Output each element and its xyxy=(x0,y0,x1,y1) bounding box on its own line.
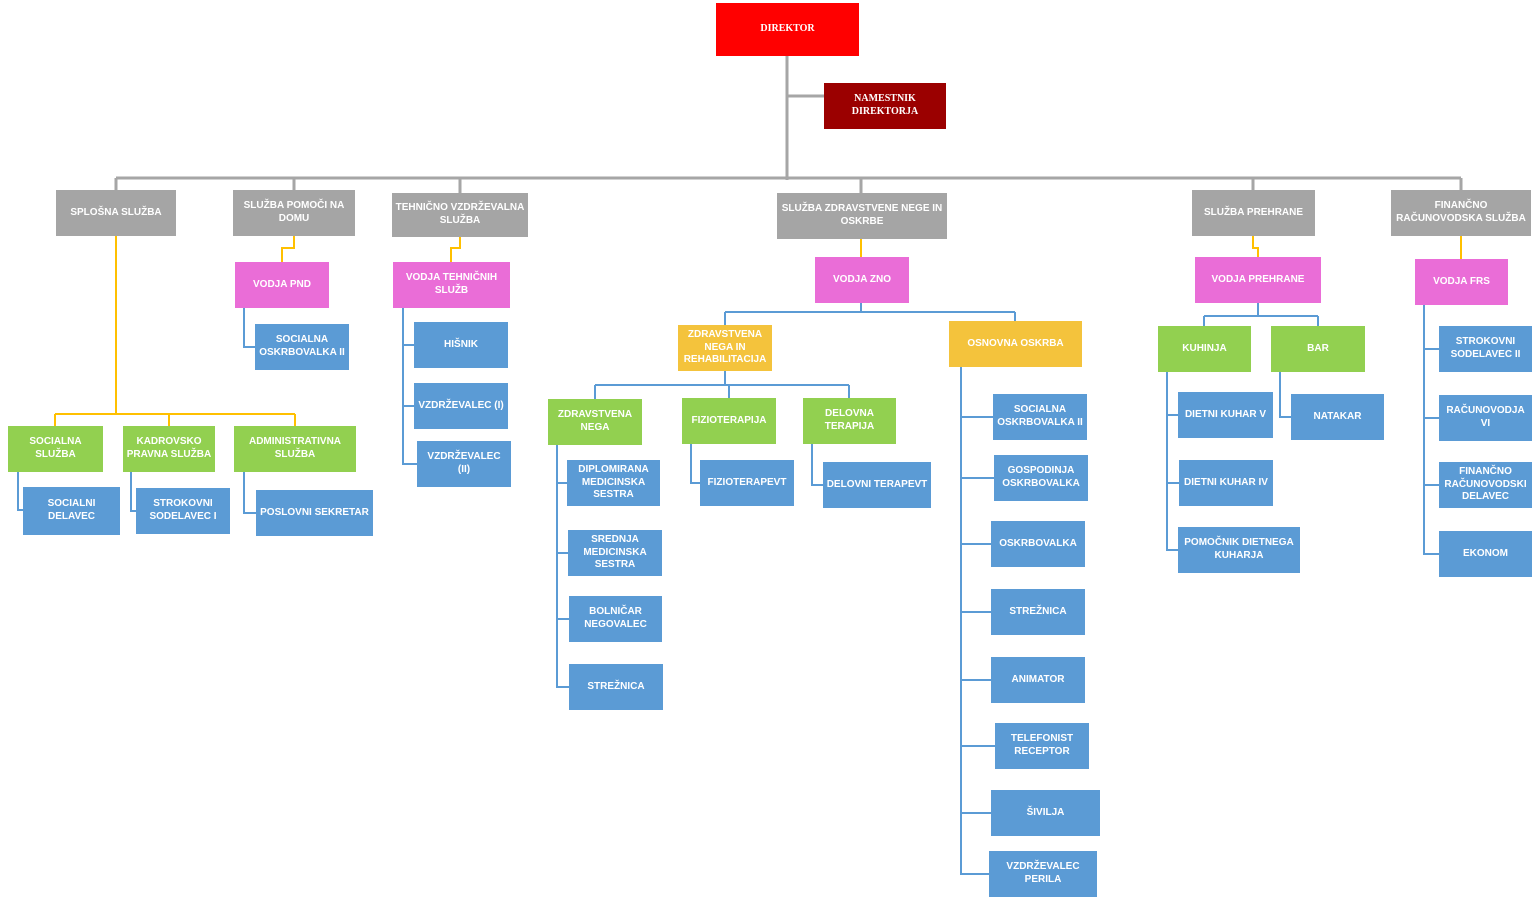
node-socialni-delavec[interactable]: SOCIALNI DELAVEC xyxy=(23,487,120,535)
connector-line xyxy=(1423,305,1439,555)
node-tehnicno-vzdrzevalna-sluzba[interactable]: TEHNIČNO VZDRŽEVALNA SLUŽBA xyxy=(392,193,528,237)
node-strokovni-sodelavec-2[interactable]: STROKOVNI SODELAVEC II xyxy=(1439,326,1532,372)
node-vzdrzevalec-perila[interactable]: VZDRŽEVALEC PERILA xyxy=(989,851,1097,897)
node-socialna-sluzba[interactable]: SOCIALNA SLUŽBA xyxy=(8,426,103,472)
node-namestnik-direktorja[interactable]: NAMESTNIK DIREKTORJA xyxy=(824,83,946,129)
connector-line xyxy=(556,445,569,688)
node-streznica-zn[interactable]: STREŽNICA xyxy=(569,664,663,710)
node-strokovni-sodelavec-1[interactable]: STROKOVNI SODELAVEC I xyxy=(136,488,230,534)
connector-line xyxy=(243,472,256,514)
node-socialna-oskrbovalka-oo[interactable]: SOCIALNA OSKRBOVALKA II xyxy=(993,394,1087,440)
connector-line xyxy=(960,367,989,875)
node-telefonist-receptor[interactable]: TELEFONIST RECEPTOR xyxy=(995,723,1089,769)
node-vodja-tehnicnih-sluzb[interactable]: VODJA TEHNIČNIH SLUŽB xyxy=(393,262,510,308)
connector-line xyxy=(690,444,700,484)
node-streznica-oo[interactable]: STREŽNICA xyxy=(991,589,1085,635)
node-sluzba-prehrane[interactable]: SLUŽBA PREHRANE xyxy=(1192,190,1315,236)
node-sluzba-pomoci-na-domu[interactable]: SLUŽBA POMOČI NA DOMU xyxy=(233,190,355,236)
node-zdravstvena-nega-rehabilitacija[interactable]: ZDRAVSTVENA NEGA IN REHABILITACIJA xyxy=(678,325,772,371)
connector-line xyxy=(1252,236,1259,257)
node-poslovni-sekretar[interactable]: POSLOVNI SEKRETAR xyxy=(256,490,373,536)
node-ekonom[interactable]: EKONOM xyxy=(1439,531,1532,577)
node-animator[interactable]: ANIMATOR xyxy=(991,657,1085,703)
node-kuhinja[interactable]: KUHINJA xyxy=(1158,326,1251,372)
node-financno-racunovodski-delavec[interactable]: FINANČNO RAČUNOVODSKI DELAVEC xyxy=(1439,462,1532,508)
node-delovni-terapevt[interactable]: DELOVNI TERAPEVT xyxy=(823,462,931,508)
node-diplomirana-medicinska-sestra[interactable]: DIPLOMIRANA MEDICINSKA SESTRA xyxy=(567,460,660,506)
node-sivilja[interactable]: ŠIVILJA xyxy=(991,790,1100,836)
node-delovna-terapija[interactable]: DELOVNA TERAPIJA xyxy=(803,398,896,444)
node-vzdrzevalec-2[interactable]: VZDRŽEVALEC (II) xyxy=(417,441,511,487)
connector-line xyxy=(243,308,255,348)
node-pomocnik-dietnega-kuharja[interactable]: POMOČNIK DIETNEGA KUHARJA xyxy=(1178,527,1300,573)
node-splosna-sluzba[interactable]: SPLOŠNA SLUŽBA xyxy=(56,190,176,236)
node-natakar[interactable]: NATAKAR xyxy=(1291,394,1384,440)
node-dietni-kuhar-4[interactable]: DIETNI KUHAR IV xyxy=(1179,460,1273,506)
node-zdravstvena-nega[interactable]: ZDRAVSTVENA NEGA xyxy=(548,399,642,445)
node-bar[interactable]: BAR xyxy=(1271,326,1365,372)
connector-line xyxy=(17,472,23,511)
node-racunovodja[interactable]: RAČUNOVODJA VI xyxy=(1439,395,1532,441)
node-gospodinja-oskrbovalka[interactable]: GOSPODINJA OSKRBOVALKA xyxy=(994,455,1088,501)
connector-line xyxy=(450,237,461,262)
node-vodja-zno[interactable]: VODJA ZNO xyxy=(815,257,909,303)
node-dietni-kuhar-5[interactable]: DIETNI KUHAR V xyxy=(1178,392,1273,438)
connector-line xyxy=(811,444,823,486)
node-vzdrzevalec-1[interactable]: VZDRŽEVALEC (I) xyxy=(414,383,508,429)
node-administrativna-sluzba[interactable]: ADMINISTRATIVNA SLUŽBA xyxy=(234,426,356,472)
node-sluzba-zdravstvene-nege[interactable]: SLUŽBA ZDRAVSTVENE NEGE IN OSKRBE xyxy=(777,193,947,239)
node-fizioterapija[interactable]: FIZIOTERAPIJA xyxy=(682,398,776,444)
node-vodja-frs[interactable]: VODJA FRS xyxy=(1415,259,1508,305)
node-osnovna-oskrba[interactable]: OSNOVNA OSKRBA xyxy=(949,321,1082,367)
node-vodja-prehrane[interactable]: VODJA PREHRANE xyxy=(1195,257,1321,303)
node-hisnik[interactable]: HIŠNIK xyxy=(414,322,508,368)
connector-line xyxy=(1279,372,1291,418)
node-financno-racunovodska-sluzba[interactable]: FINANČNO RAČUNOVODSKA SLUŽBA xyxy=(1391,190,1531,236)
node-fizioterapevt[interactable]: FIZIOTERAPEVT xyxy=(700,460,794,506)
node-srednja-medicinska-sestra[interactable]: SREDNJA MEDICINSKA SESTRA xyxy=(568,530,662,576)
node-vodja-pnd[interactable]: VODJA PND xyxy=(235,262,329,308)
connector-line xyxy=(1166,372,1178,551)
connector-line xyxy=(281,236,295,262)
node-oskrbovalka[interactable]: OSKRBOVALKA xyxy=(991,521,1085,567)
connector-line xyxy=(130,472,136,512)
node-bolnicar-negovalec[interactable]: BOLNIČAR NEGOVALEC xyxy=(569,596,662,642)
node-socialna-oskrbovalka-pnd[interactable]: SOCIALNA OSKRBOVALKA II xyxy=(255,324,349,370)
node-kadrovsko-pravna-sluzba[interactable]: KADROVSKO PRAVNA SLUŽBA xyxy=(123,426,215,472)
node-direktor[interactable]: DIREKTOR xyxy=(716,3,859,56)
connector-line xyxy=(402,308,417,465)
